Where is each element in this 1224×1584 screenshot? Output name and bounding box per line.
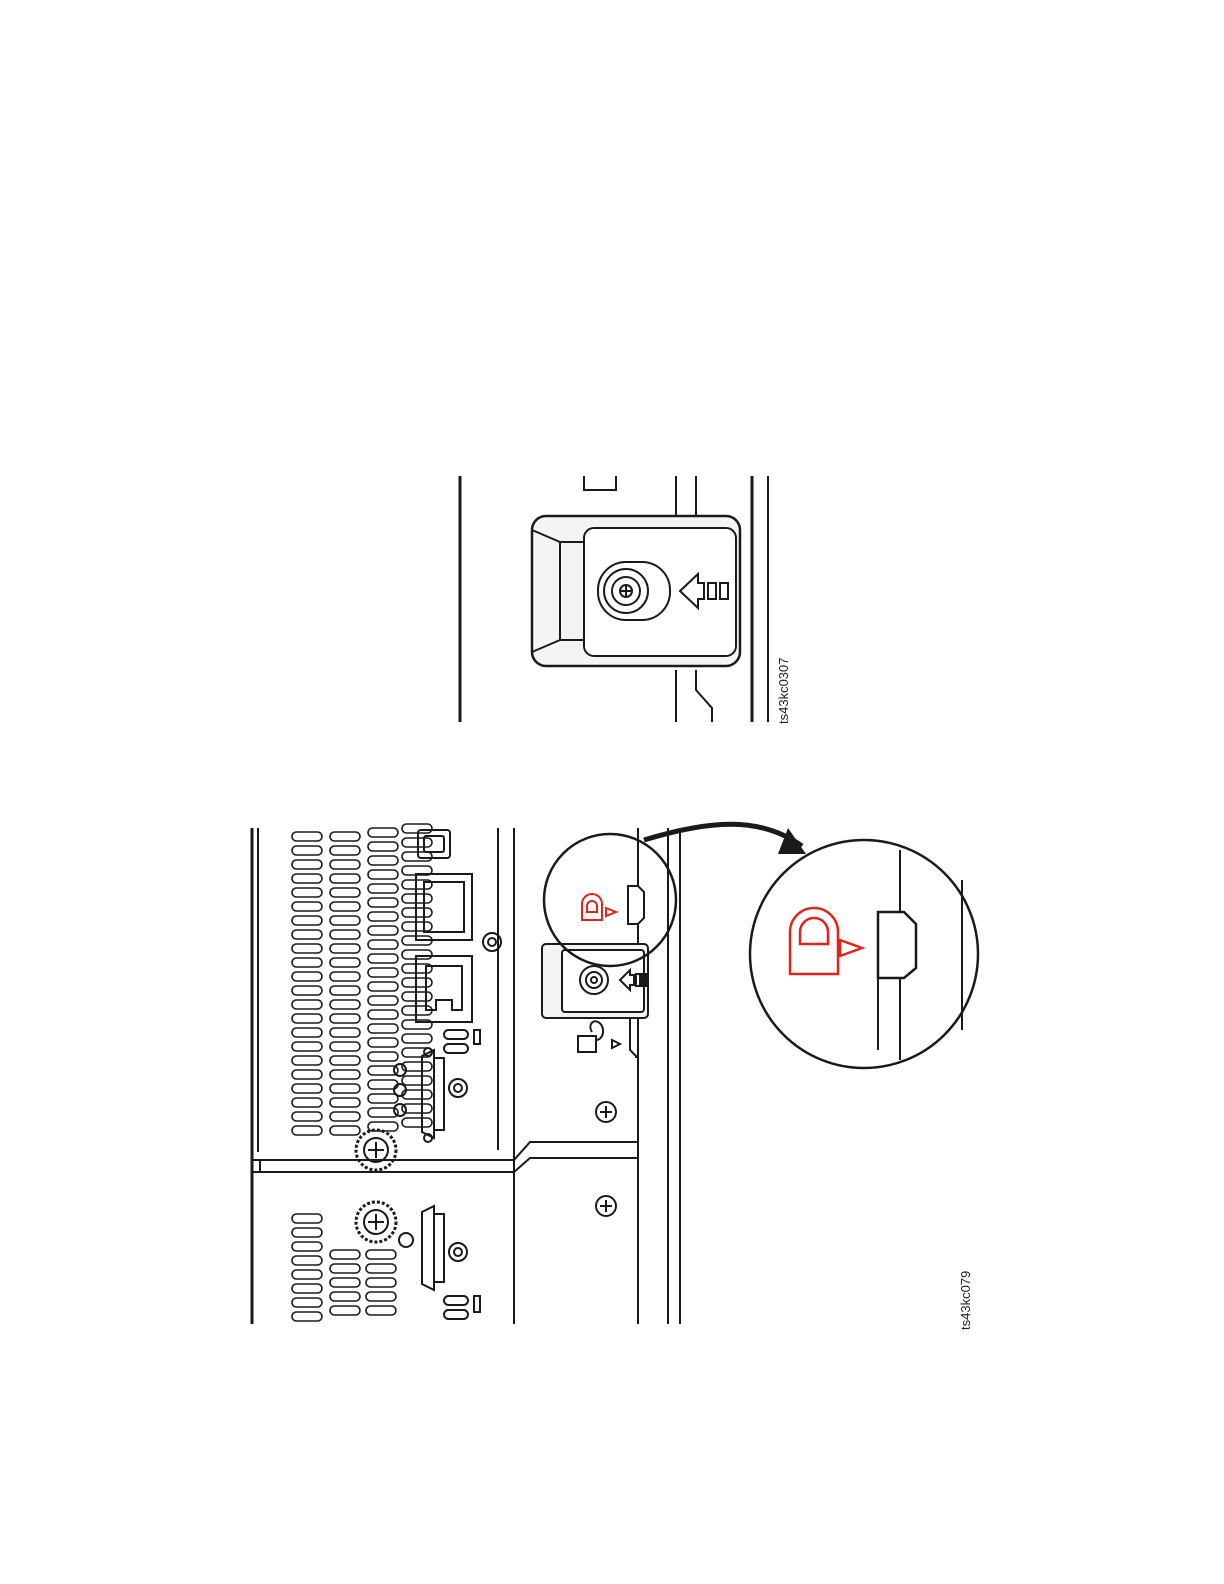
latch-callout-small: [544, 834, 676, 966]
thumbscrew-icon-lower: [356, 1202, 396, 1242]
usb-port: [418, 830, 450, 858]
latch-callout-large: [750, 840, 978, 1068]
serial-connector-lower: [422, 1206, 444, 1290]
thumbscrew-icon: [356, 1130, 396, 1170]
figure-label-chassis-rear: ts43kc079: [958, 1271, 973, 1330]
chassis-rear-figure: [240, 820, 1000, 1340]
vent-slots-upper: [292, 824, 432, 1135]
unlocked-padlock-icon: [578, 1021, 620, 1052]
vent-slots-lower: [292, 1214, 396, 1321]
latch-plate: [584, 528, 736, 656]
figure-label-latch-closeup: ts43kc0307: [776, 658, 791, 725]
latch-closeup-figure: [440, 470, 790, 730]
serial-connector-upper: [422, 1050, 444, 1138]
